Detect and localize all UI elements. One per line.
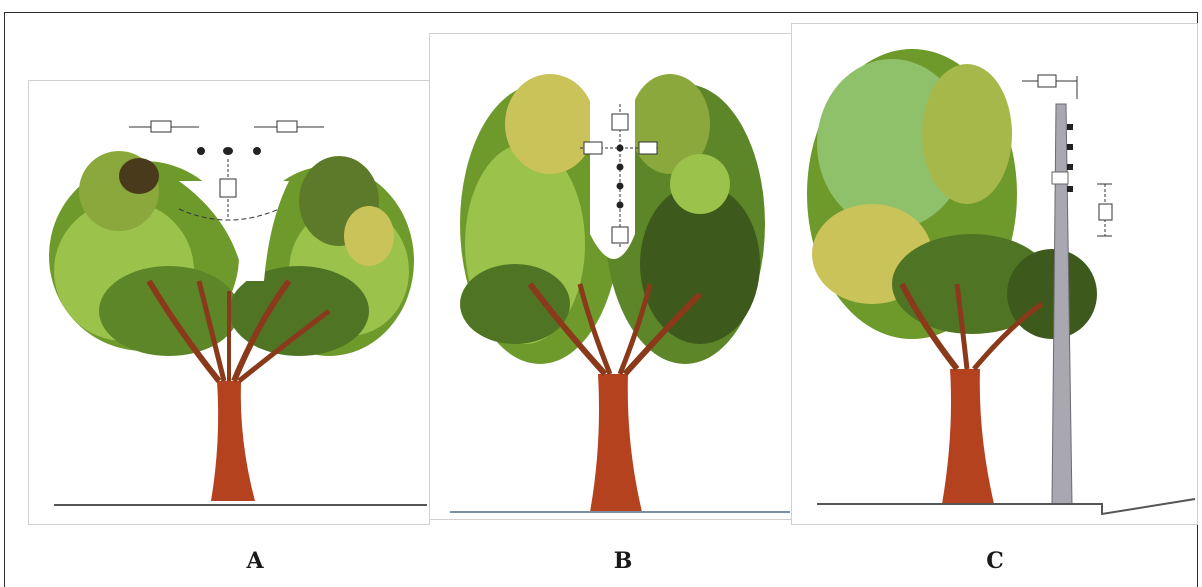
cable-dot-icon [197,147,205,155]
tree-c-illustration [792,24,1197,524]
cable-dot-icon [617,202,624,209]
tree-b-trunk [530,284,700,512]
cable-dot-icon [617,145,624,152]
dimension-marker-icon [277,121,297,132]
panel-c-tree-side-pruned [791,23,1198,525]
cable-dot-icon [253,147,261,155]
tree-a-illustration [29,81,429,524]
cable-dot-icon [223,147,233,155]
panel-b-tree-u-crown [429,33,793,520]
tree-c-foliage [807,49,1097,339]
cable-dot-icon [617,183,624,190]
panel-b-caption: B [593,548,653,574]
ground-line [817,499,1195,514]
dimension-marker-icon [584,142,602,154]
dimension-marker-icon [1038,75,1056,87]
panel-c-caption: C [965,548,1025,574]
dimension-marker-icon [612,227,628,243]
dimension-marker-icon [612,114,628,130]
dimension-marker-icon [1099,204,1112,220]
panel-a-caption: A [225,548,285,574]
tree-b-illustration [430,34,792,519]
dimension-marker-icon [639,142,657,154]
panel-a-tree-v-crown [28,80,430,525]
dimension-marker-icon [220,179,236,197]
cable-dot-icon [617,164,624,171]
dimension-marker-icon [151,121,171,132]
